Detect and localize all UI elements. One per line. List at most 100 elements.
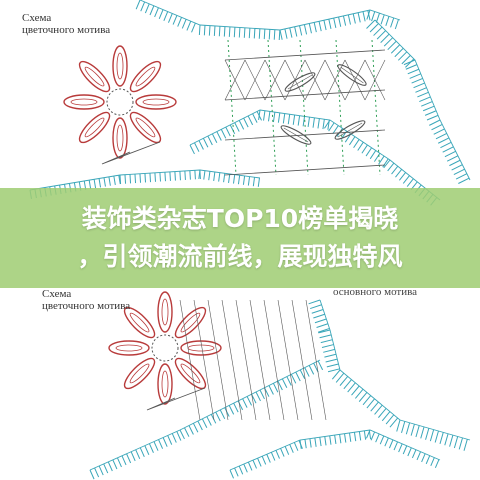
flower-petal xyxy=(123,357,156,390)
stitch-tick xyxy=(409,73,421,79)
stitch-tick xyxy=(348,136,356,146)
right-edge-upper-baseline xyxy=(374,19,471,181)
flower-petal xyxy=(157,291,173,333)
stitch-tick xyxy=(299,369,306,380)
stitch-tick xyxy=(215,411,221,422)
right-edge-lower-baseline xyxy=(319,299,471,441)
stitch-tick xyxy=(216,131,222,141)
stitch-tick xyxy=(434,459,440,469)
stitch-tick xyxy=(361,144,368,154)
stitch-tick xyxy=(385,414,395,425)
stitch-tick xyxy=(299,439,302,449)
flower-petal xyxy=(174,306,207,339)
stitch-tick xyxy=(281,378,288,388)
stitch-tick xyxy=(98,178,102,188)
stitch-tick xyxy=(323,348,335,353)
stitch-tick xyxy=(324,119,331,129)
stitch-tick xyxy=(393,441,399,451)
stitch-tick xyxy=(289,27,293,38)
stitch-tick xyxy=(398,443,403,453)
top-edge-baseline xyxy=(139,0,401,31)
stitch-tick xyxy=(158,9,164,20)
stitch-tick xyxy=(375,13,380,23)
stitch-tick xyxy=(321,344,334,348)
stitch-tick xyxy=(313,313,325,319)
stitch-tick xyxy=(411,449,417,459)
stitch-tick xyxy=(202,138,209,148)
lower-grid-line xyxy=(263,299,285,421)
stitch-tick xyxy=(252,177,256,187)
stitch-tick xyxy=(444,433,449,446)
stitch-tick xyxy=(380,14,385,25)
stitch-tick xyxy=(94,467,100,478)
stitch-tick xyxy=(103,463,109,474)
stitch-tick xyxy=(277,112,281,123)
stitch-tick xyxy=(366,398,375,409)
stitch-tick xyxy=(369,150,377,160)
stitch-tick xyxy=(401,55,411,65)
stitch-tick xyxy=(329,435,332,445)
stitch-tick xyxy=(453,168,465,176)
stitch-tick xyxy=(134,174,137,184)
stitch-tick xyxy=(362,395,372,406)
stitch-tick xyxy=(149,5,155,16)
stitch-tick xyxy=(463,439,468,451)
flower-stem-line xyxy=(101,141,161,165)
stitch-tick xyxy=(431,124,443,131)
stitch-tick xyxy=(144,445,150,455)
stitch-tick xyxy=(280,448,285,457)
stitch-tick xyxy=(307,117,310,128)
stitch-tick xyxy=(211,133,218,143)
stitch-tick xyxy=(198,24,201,36)
stitch-tick xyxy=(89,469,95,480)
stitch-tick xyxy=(308,365,315,375)
stitch-tick xyxy=(403,59,416,66)
lower-grid-line xyxy=(249,299,271,421)
stitch-tick xyxy=(177,17,183,27)
stitch-tick xyxy=(317,360,324,371)
stitch-tick xyxy=(327,368,340,373)
stitch-tick xyxy=(186,20,192,31)
stitch-tick xyxy=(317,118,320,129)
stitch-tick xyxy=(252,459,257,469)
flower-petal-inner xyxy=(116,124,124,152)
stitch-tick xyxy=(333,17,337,28)
stitch-tick xyxy=(247,176,251,186)
flower-petal-inner xyxy=(180,363,201,384)
stitch-tick xyxy=(203,25,206,36)
flower-petal-inner xyxy=(161,298,169,326)
leaf-stitch xyxy=(334,120,366,140)
flower-petal xyxy=(174,357,207,390)
stitch-tick xyxy=(238,465,244,475)
stitch-tick xyxy=(402,445,408,455)
stitch-tick xyxy=(257,457,262,467)
lower-grid-line xyxy=(193,299,215,421)
stitch-tick xyxy=(257,177,260,187)
stitch-tick xyxy=(433,128,445,135)
flower-petal xyxy=(123,306,156,339)
stitch-tick xyxy=(149,173,152,183)
stitch-tick xyxy=(367,10,371,21)
grid-horizontal xyxy=(224,129,386,141)
stitch-tick xyxy=(318,21,322,32)
stitch-tick xyxy=(243,117,249,128)
stitch-tick xyxy=(394,19,399,30)
stitch-tick xyxy=(375,433,380,443)
stitch-tick xyxy=(390,44,401,54)
stitch-tick xyxy=(284,28,288,39)
stitch-tick xyxy=(135,0,141,10)
stitch-tick xyxy=(381,411,391,422)
stitch-tick xyxy=(198,169,201,179)
stitch-tick xyxy=(371,11,376,22)
stitch-tick xyxy=(439,432,444,445)
lower-grid-line xyxy=(221,299,243,421)
headline-banner: 装饰类杂志TOP10榜单揭晓 ，引领潮流前线，展现独特风 xyxy=(0,188,480,288)
stitch-tick xyxy=(213,25,216,36)
flower-petal-inner xyxy=(129,363,150,384)
stitch-tick xyxy=(328,19,332,30)
stitch-tick xyxy=(434,430,439,443)
stitch-tick xyxy=(278,29,281,41)
stitch-tick xyxy=(314,318,327,324)
stitch-tick xyxy=(425,428,430,440)
stitch-tick xyxy=(369,23,379,33)
